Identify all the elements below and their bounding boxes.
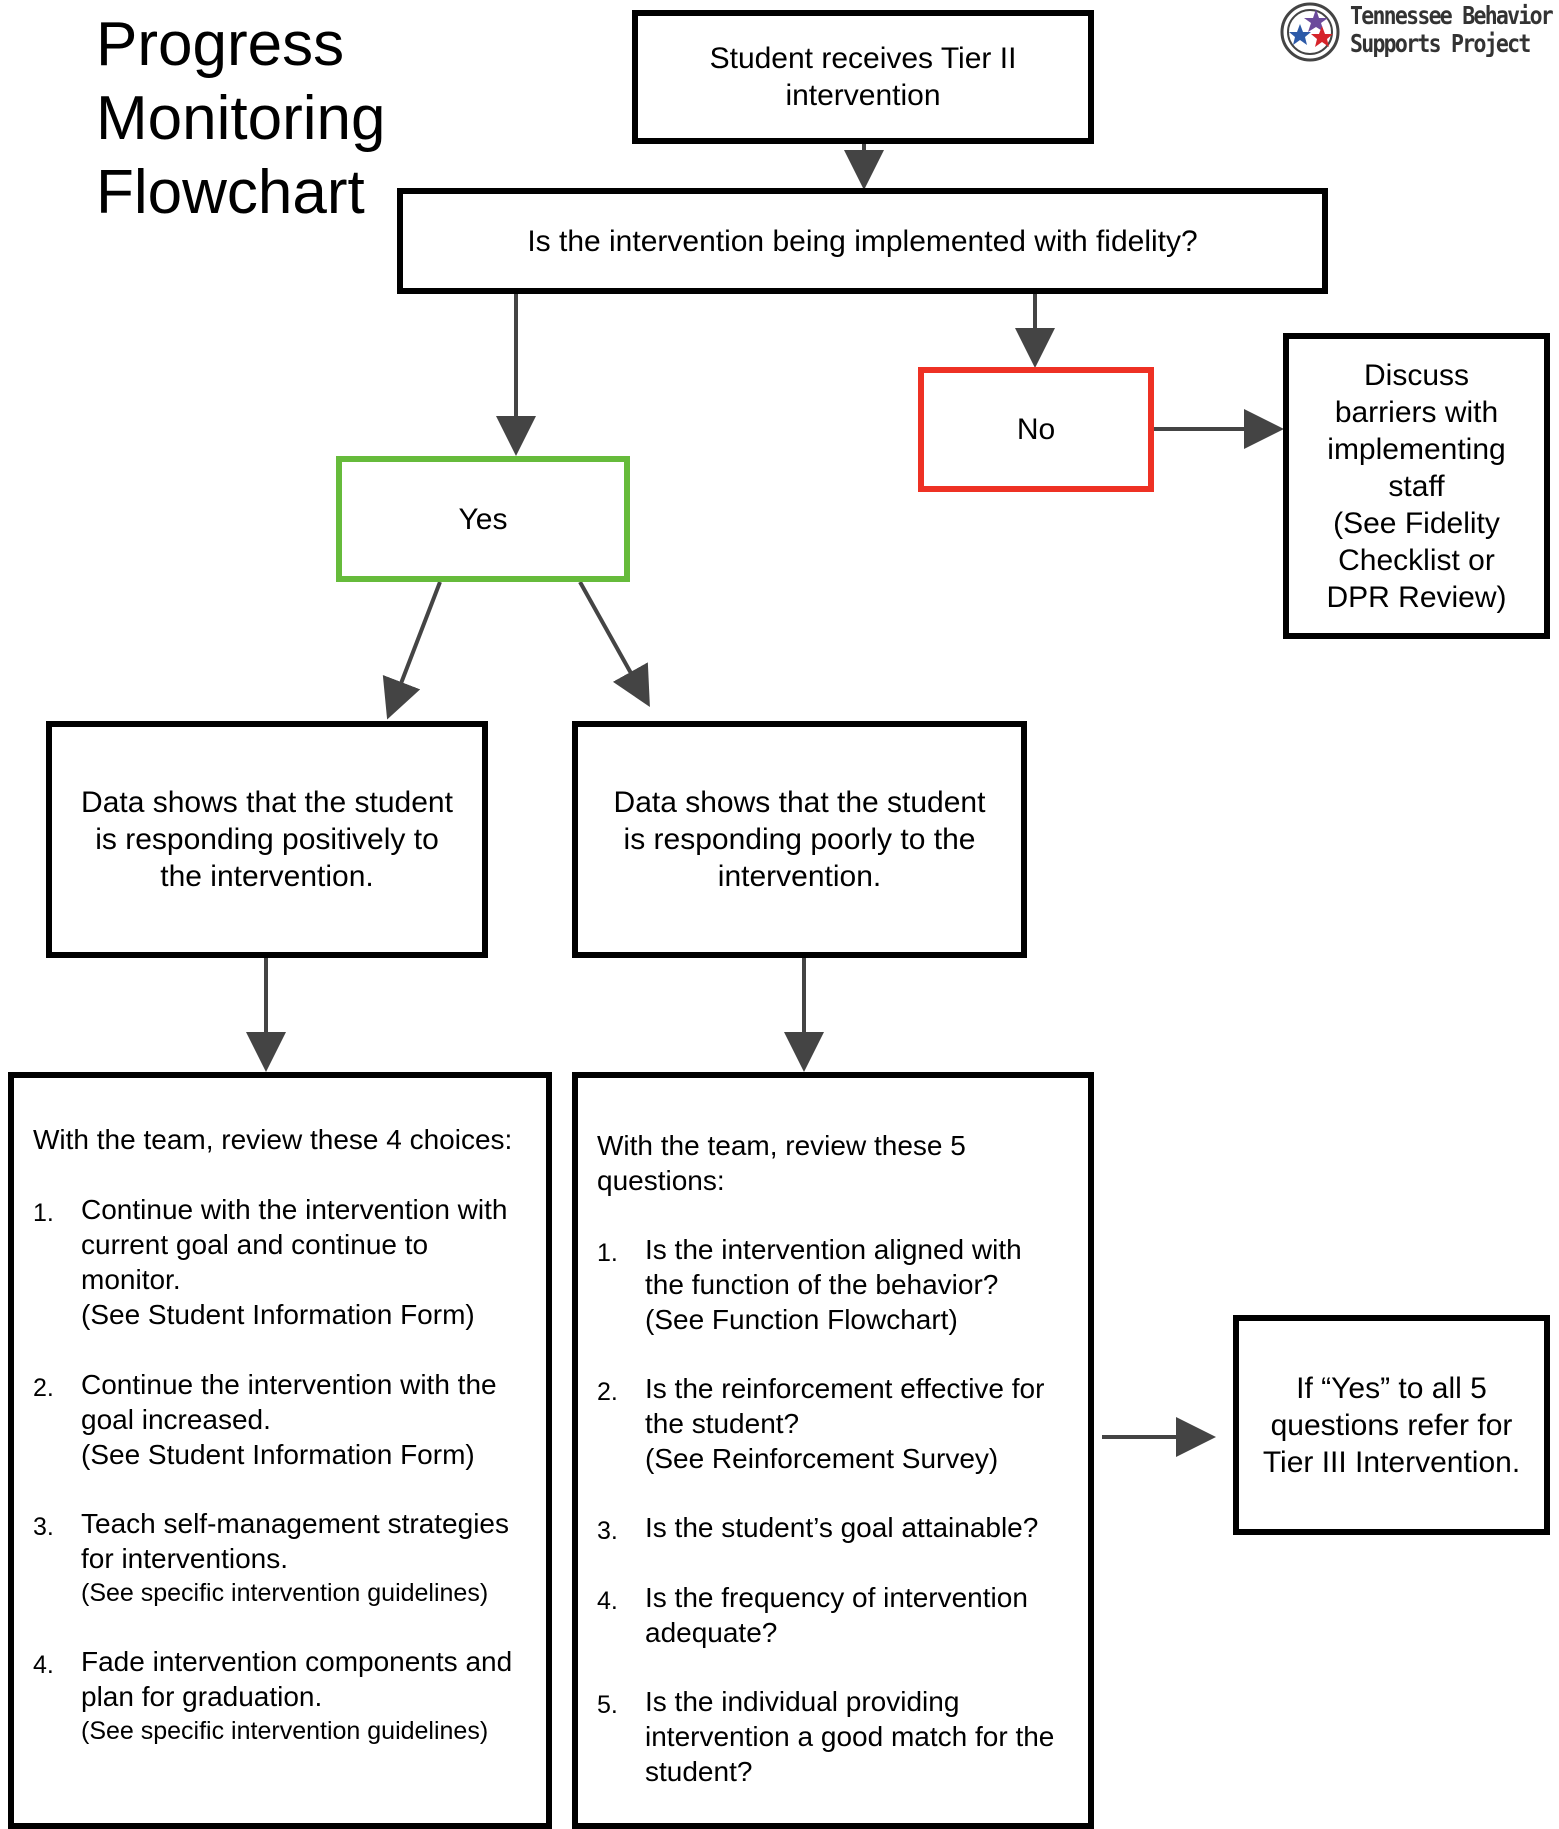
arrow-yes-to-poor <box>578 581 650 707</box>
question-number: 5. <box>597 1691 618 1719</box>
node-no: No <box>918 367 1154 492</box>
question-number: 1. <box>597 1239 618 1267</box>
node-responding-positively: Data shows that the student is respondin… <box>46 721 488 958</box>
choice-number: 3. <box>33 1513 54 1541</box>
logo: Tennessee Behavior Supports Project <box>1278 0 1559 64</box>
node-fidelity-question: Is the intervention being implemented wi… <box>397 188 1328 294</box>
question-number: 4. <box>597 1587 618 1615</box>
questions-intro: With the team, review these 5 questions: <box>597 1130 966 1196</box>
title-line: Flowchart <box>96 158 365 227</box>
page-title: Progress Monitoring Flowchart <box>96 8 385 230</box>
title-line: Monitoring <box>96 84 386 153</box>
choice-number: 4. <box>33 1651 54 1679</box>
node-start: Student receives Tier II intervention <box>632 10 1094 144</box>
node-tier-three-referral: If “Yes” to all 5 questions refer for Ti… <box>1233 1315 1550 1535</box>
choices-intro: With the team, review these 4 choices: <box>33 1124 513 1155</box>
node-yes: Yes <box>336 456 630 582</box>
node-review-choices: With the team, review these 4 choices: 1… <box>8 1072 552 1829</box>
choice-number: 2. <box>33 1374 54 1402</box>
question-number: 3. <box>597 1517 618 1545</box>
title-line: Progress <box>96 10 345 79</box>
question-number: 2. <box>597 1378 618 1406</box>
node-discuss-barriers: Discuss barriers with implementing staff… <box>1283 333 1550 639</box>
logo-text: Tennessee Behavior Supports Project <box>1350 1 1554 58</box>
choice-number: 1. <box>33 1199 54 1227</box>
stars-logo-icon <box>1280 2 1340 62</box>
node-responding-poorly: Data shows that the student is respondin… <box>572 721 1027 958</box>
arrow-yes-to-positive <box>382 581 442 720</box>
node-review-questions: With the team, review these 5 questions:… <box>572 1072 1094 1829</box>
